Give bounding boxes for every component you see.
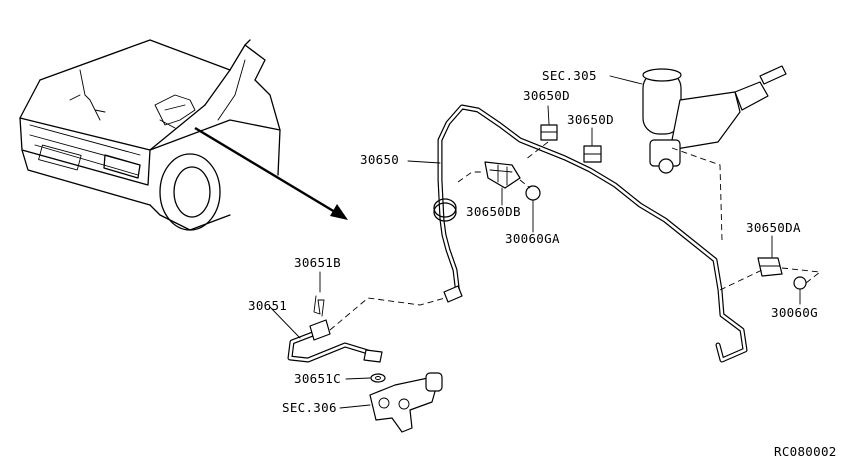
clip-30650d-right xyxy=(583,145,602,163)
clutch-hose xyxy=(287,319,383,363)
label-30651b: 30651B xyxy=(294,255,341,270)
washer-30651c xyxy=(370,373,386,383)
label-30650: 30650 xyxy=(360,152,400,167)
vehicle-front-illustration xyxy=(19,39,281,231)
label-sec306: SEC.306 xyxy=(282,400,337,415)
direction-arrow xyxy=(194,126,348,220)
leader-sec306 xyxy=(339,404,371,409)
clip-30650db xyxy=(484,161,521,189)
label-30650da: 30650DA xyxy=(746,220,801,235)
clip-30650da xyxy=(757,257,783,277)
clip-30650d-left xyxy=(540,124,558,141)
clutch-tube xyxy=(433,104,748,363)
clip-30651b xyxy=(313,295,325,317)
operating-cylinder xyxy=(369,372,443,433)
label-sec305: SEC.305 xyxy=(542,68,597,83)
label-30060g: 30060G xyxy=(771,305,818,320)
label-30651c: 30651C xyxy=(294,371,341,386)
master-cylinder xyxy=(642,65,787,174)
leader-sec305 xyxy=(609,75,643,85)
label-30060ga: 30060GA xyxy=(505,231,560,246)
label-30650d-right: 30650D xyxy=(567,112,614,127)
leader-30651 xyxy=(269,306,301,339)
leader-30650d-left xyxy=(547,105,550,125)
leader-30650 xyxy=(407,160,441,164)
reference-dashes xyxy=(329,141,822,331)
label-30651: 30651 xyxy=(248,298,288,313)
label-30650db: 30650DB xyxy=(466,204,521,219)
grommet-30060g xyxy=(793,276,807,290)
label-30650d-left: 30650D xyxy=(523,88,570,103)
reference-code: RC080002 xyxy=(774,444,837,459)
grommet-30060ga xyxy=(525,185,541,201)
leader-30651c xyxy=(345,377,371,380)
